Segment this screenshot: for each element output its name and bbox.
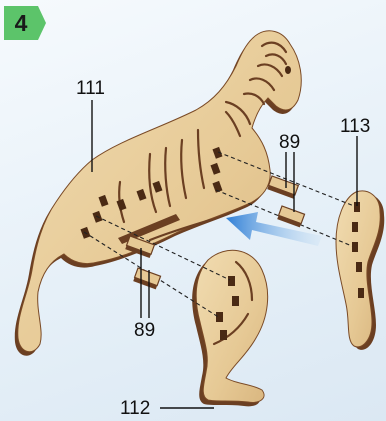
label-part-connector-bottom: 89: [134, 320, 155, 342]
label-part-body: 111: [76, 78, 105, 100]
step-number: 4: [4, 6, 38, 40]
hind-leg-part: [192, 250, 267, 406]
front-leg-part: [336, 191, 384, 350]
label-part-front-leg: 113: [340, 116, 370, 138]
label-part-hind-leg: 112: [120, 398, 150, 420]
arrow-left-icon: [226, 212, 322, 246]
label-part-connector-top: 89: [279, 132, 300, 154]
